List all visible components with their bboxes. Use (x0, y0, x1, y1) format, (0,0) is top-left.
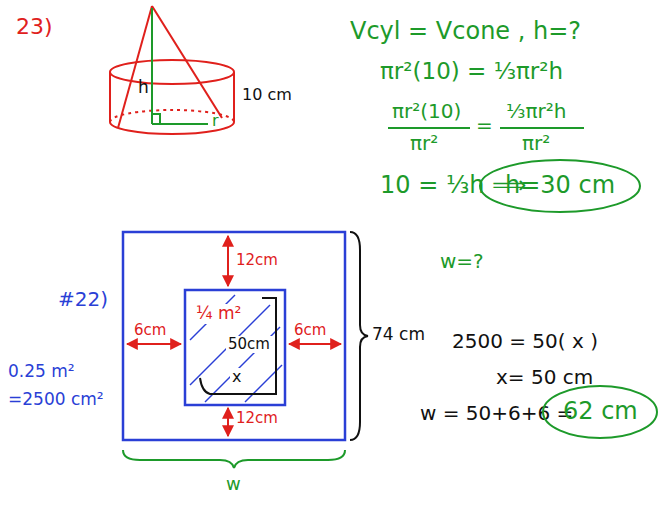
fraction-numerator: πr²(10) (392, 100, 461, 123)
outer-frame (123, 232, 345, 440)
border-arrows (127, 236, 341, 436)
equation: w=? (440, 250, 484, 273)
dimension-label: 6cm (134, 322, 166, 339)
dimension-label: 50cm (226, 336, 272, 353)
equation: Vcyl = Vcone , h=? (350, 18, 581, 46)
circled-answer: 62 cm (541, 384, 659, 440)
dimension-label: w (226, 474, 241, 495)
dimension-label: 10 cm (242, 86, 292, 104)
fraction-numerator: ⅓πr²h (506, 100, 566, 123)
equation: w = 50+6+6 = (420, 402, 573, 425)
note: 0.25 m² (8, 362, 75, 382)
fraction-bar (388, 127, 470, 129)
question-number: #22) (58, 288, 108, 311)
fraction-bar (500, 127, 584, 129)
picture-rect (185, 290, 285, 405)
circled-answer: h=30 cm (478, 158, 642, 214)
dimension-label: x (230, 368, 243, 386)
equation: x= 50 cm (496, 366, 593, 389)
equation: πr²(10) = ⅓πr²h (380, 58, 563, 84)
equation: = (476, 114, 493, 137)
fraction-denominator: πr² (522, 132, 550, 155)
equation: 10 = ⅓h ⟹ (380, 172, 526, 200)
cone (118, 6, 222, 128)
width-brace (123, 450, 345, 468)
cylinder (110, 60, 234, 134)
equation: 2500 = 50( x ) (452, 330, 598, 353)
area-label: ¼ m² (194, 304, 243, 324)
note: =2500 cm² (8, 390, 104, 410)
height-brace (350, 232, 368, 440)
fraction-denominator: πr² (410, 132, 438, 155)
dimension-label: 12cm (236, 252, 278, 269)
answer-text: h=30 cm (505, 172, 615, 200)
question-number: 23) (16, 14, 53, 39)
hatching (190, 295, 282, 402)
cone-height-radius (152, 8, 208, 124)
dimension-label: r (212, 112, 219, 130)
dimension-label: h (138, 78, 149, 98)
dimension-label: 12cm (236, 410, 278, 427)
dimension-label: 6cm (294, 322, 326, 339)
answer-text: 62 cm (563, 398, 638, 426)
dimension-label: 74 cm (372, 325, 425, 345)
